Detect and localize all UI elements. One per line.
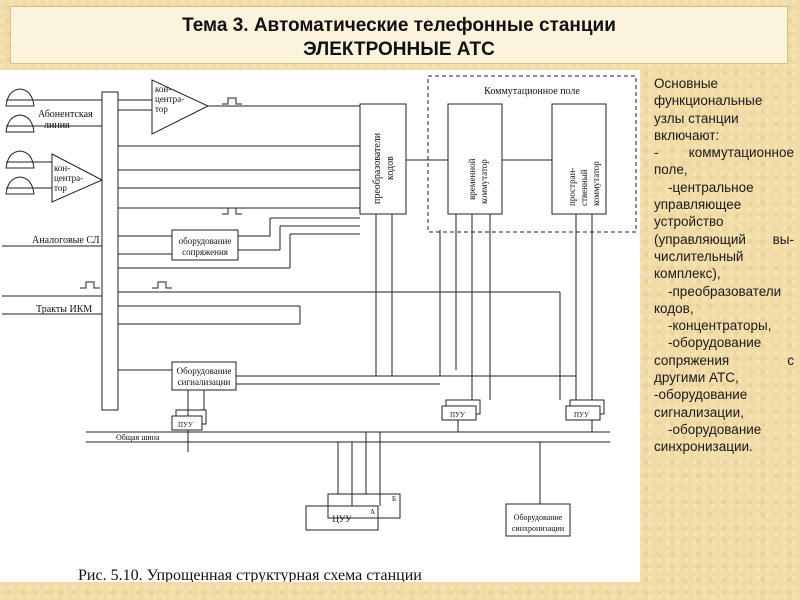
slide-title: Тема 3. Автоматические телефонные станци… — [182, 15, 616, 36]
telephone-icon-1 — [5, 88, 35, 107]
cuu-label: ЦУУ — [332, 514, 352, 524]
functional-units-text: Основные функциональные узлы станции вкл… — [654, 75, 794, 456]
structural-diagram: Абонентская линия кон- центра- тор кон- … — [0, 70, 640, 584]
functional-units-intro: Основные функциональные узлы станции вкл… — [654, 76, 763, 143]
unit-item-central-control: -центральное управляющее устройство (упр… — [654, 179, 794, 282]
telephone-icon-3 — [5, 150, 35, 169]
time-switch-label-2: коммутатор — [479, 159, 489, 204]
puu-label-1: ПУУ — [178, 421, 193, 429]
concentrator-left — [51, 153, 104, 203]
space-switch-label-2: ственный — [579, 169, 589, 206]
slide-subtitle: ЭЛЕКТРОННЫЕ АТС — [303, 39, 495, 60]
concentrator-top-label-3: тор — [155, 104, 168, 114]
puu-box-2 — [441, 405, 477, 421]
unit-item-switching-field: - коммутационное поле, — [654, 145, 794, 178]
concentrator-left-label-3: тор — [54, 183, 67, 193]
time-switch-box — [447, 103, 503, 215]
figure-caption: Рис. 5.10. Упрощенная структурная схема … — [78, 567, 422, 582]
subscriber-line-label-1: Абонентская — [38, 109, 93, 120]
interface-equipment-label-1: оборудование — [179, 236, 232, 246]
switching-field-label: Коммутационное поле — [484, 86, 580, 97]
concentrator-top-label-2: центра- — [155, 94, 184, 104]
signaling-equipment-label-1: Оборудование — [177, 366, 232, 376]
space-switch-box — [551, 103, 607, 215]
interface-equipment-box — [171, 229, 239, 261]
subscriber-line-label-2: линия — [44, 120, 70, 131]
space-switch-label-1: простран- — [567, 168, 577, 206]
pcm-tracts-label: Тракты ИКМ — [36, 304, 92, 315]
space-switch-label-3: коммутатор — [591, 161, 601, 206]
cuu-a-label: А — [370, 508, 375, 516]
puu-box-3 — [565, 405, 601, 421]
unit-item-code-converters: -преобразователи кодов, — [654, 283, 782, 316]
telephone-icon-2 — [5, 114, 35, 133]
sync-equipment-label-1: Оборудование — [514, 513, 563, 522]
concentrator-top-label-1: кон- — [155, 84, 171, 94]
code-converters-label-2: кодов — [385, 156, 396, 180]
signaling-equipment-label-2: сигнализации — [178, 377, 231, 387]
line-bus-block — [101, 91, 119, 411]
puu-label-2: ПУУ — [450, 411, 465, 419]
signaling-equipment-box — [171, 361, 237, 391]
time-switch-label-1: временной — [467, 158, 477, 200]
concentrator-left-label-2: центра- — [54, 173, 83, 183]
puu-label-3: ПУУ — [574, 411, 589, 419]
common-bus-label: Общая шина — [116, 433, 160, 442]
diagram-svg: Абонентская линия кон- центра- тор кон- … — [2, 75, 637, 584]
telephone-icon-4 — [5, 176, 35, 195]
puu-box-1 — [171, 415, 203, 431]
code-converters-box — [359, 103, 407, 215]
cuu-b-label: Б — [392, 495, 396, 503]
unit-item-interface-equipment: -оборудование сопряжения с другими АТС, — [654, 335, 794, 386]
analog-sl-label: Аналоговые СЛ — [32, 235, 100, 246]
concentrator-left-label-1: кон- — [54, 163, 70, 173]
sync-equipment-box — [505, 503, 571, 537]
unit-item-concentrators: -концентраторы, — [668, 318, 772, 334]
unit-item-sync-equipment: -оборудование синхронизации. — [654, 421, 762, 455]
unit-item-signaling-equipment: -оборудование сигнализации, — [654, 387, 748, 420]
title-box: Тема 3. Автоматические телефонные станци… — [10, 6, 788, 64]
sync-equipment-label-2: синхронизации — [512, 524, 565, 533]
interface-equipment-label-2: сопряжения — [182, 247, 228, 257]
code-converters-label-1: преобразователи — [372, 132, 383, 204]
concentrator-top — [151, 79, 210, 135]
